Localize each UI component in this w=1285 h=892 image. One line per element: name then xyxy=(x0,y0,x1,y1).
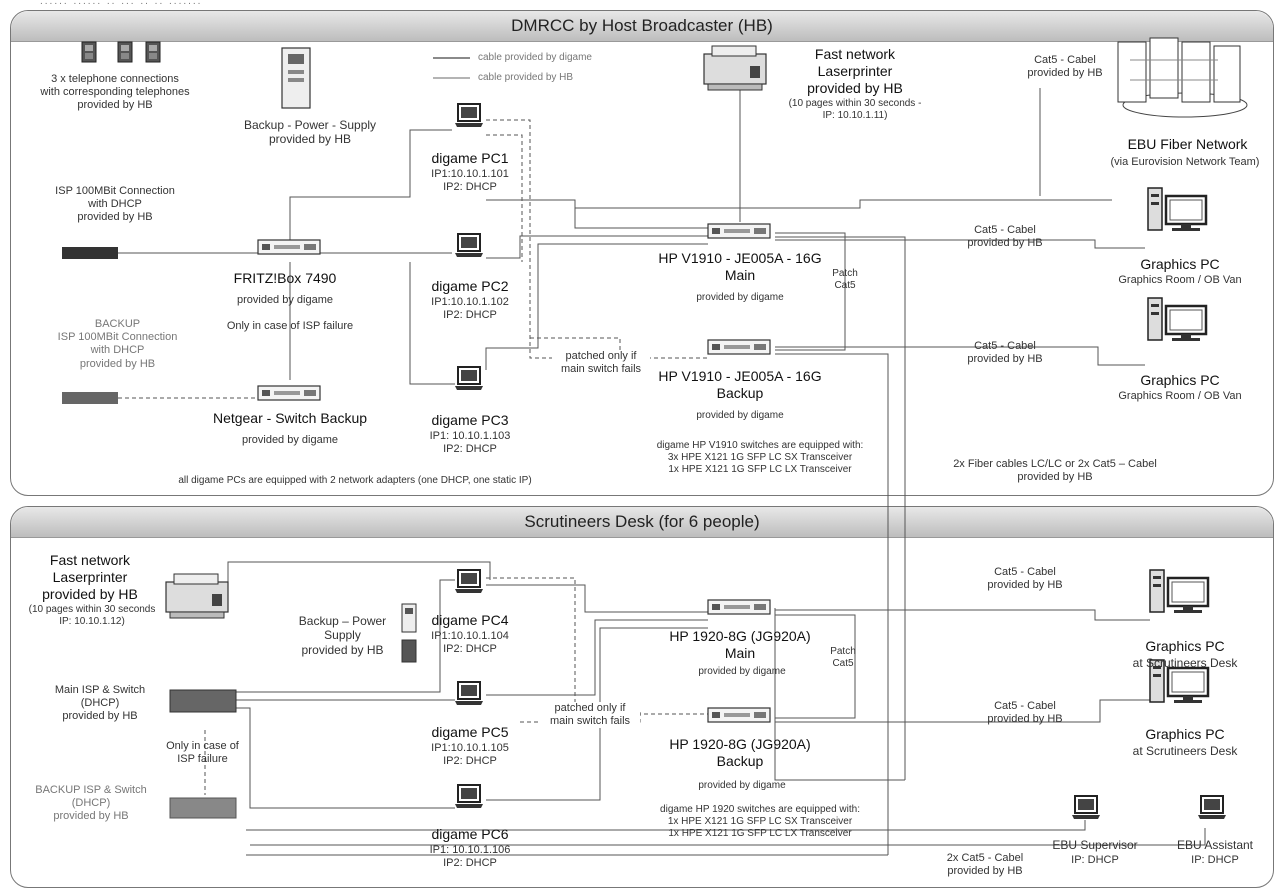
pcs-note: all digame PCs are equipped with 2 netwo… xyxy=(178,475,532,486)
isp-failure-label: Only in case of ISP failure xyxy=(226,320,354,332)
fiber-label: EBU Fiber Network xyxy=(1127,136,1248,152)
ebu-assistant-ip: IP: DHCP xyxy=(1191,854,1239,866)
ups-icon xyxy=(281,47,311,109)
switch-main-label: HP V1910 - JE005A - 16G Main xyxy=(658,250,822,283)
fritzbox-icon xyxy=(257,239,321,255)
printer-label: Fast network Laserprinter provided by HB xyxy=(807,46,903,96)
telephone-icon xyxy=(81,41,161,63)
scrutineers-switch-backup-icon xyxy=(707,707,771,723)
scr-switch-main-label: HP 1920-8G (JG920A) Main xyxy=(669,628,811,661)
ebu-supervisor-laptop-icon xyxy=(1071,795,1101,820)
fiber-sub: (via Eurovision Network Team) xyxy=(1110,156,1260,168)
scr-cat5-ebu-label: 2x Cat5 - Cabel provided by HB xyxy=(925,852,1045,879)
laptop-icon-pc2 xyxy=(454,233,484,258)
main-isp-switch-icon xyxy=(169,689,237,713)
scr-printer-sub: (10 pages within 30 seconds IP: 10.10.1.… xyxy=(28,604,156,627)
pc4-label: digame PC4 xyxy=(431,612,509,628)
scr-patched-label: patched only if main switch fails xyxy=(540,702,640,729)
gpc2-label: Graphics PC xyxy=(1140,372,1220,388)
pc3-label: digame PC3 xyxy=(431,412,509,428)
ebu-assistant-laptop-icon xyxy=(1197,795,1227,820)
scr-gpc1-label: Graphics PC xyxy=(1145,638,1225,654)
top-strip-text: ...... ...... .. ... .. .. ....... xyxy=(40,0,203,7)
telephones-label: 3 x telephone connections with correspon… xyxy=(40,73,190,112)
scr-isp-failure-label: Only in case of ISP failure xyxy=(166,740,239,766)
gpc1-label: Graphics PC xyxy=(1140,256,1220,272)
switch-main-icon xyxy=(707,223,771,239)
scrutineers-printer-icon xyxy=(165,573,229,619)
laser-printer-icon xyxy=(703,45,767,91)
ebu-assistant-label: EBU Assistant xyxy=(1176,838,1254,852)
netgear-switch-icon xyxy=(257,385,321,401)
pc2-ip: IP1:10.10.1.102 IP2: DHCP xyxy=(431,296,509,322)
legend-digame: cable provided by digame xyxy=(478,52,592,63)
cat5-g2-label: Cat5 - Cabel provided by HB xyxy=(967,340,1043,366)
gpc2-sub: Graphics Room / OB Van xyxy=(1118,390,1242,402)
fritzbox-label: FRITZ!Box 7490 xyxy=(233,270,337,286)
laptop-icon-pc3 xyxy=(454,366,484,391)
laptop-icon-pc5 xyxy=(454,681,484,706)
gpc1-sub: Graphics Room / OB Van xyxy=(1118,274,1242,286)
scr-gpc1-sub: at Scrutineers Desk xyxy=(1132,656,1238,670)
switch-backup-sub: provided by digame xyxy=(696,410,784,421)
patched-label: patched only if main switch fails xyxy=(552,350,650,377)
scr-switch-equipment-note: digame HP 1920 switches are equipped wit… xyxy=(660,804,860,839)
backup-isp-modem-icon xyxy=(62,392,118,404)
patch-label: Patch Cat5 xyxy=(832,268,858,291)
scrutineers-switch-main-icon xyxy=(707,599,771,615)
scr-cat5-g2-label: Cat5 - Cabel provided by HB xyxy=(987,700,1063,726)
fritzbox-sub: provided by digame xyxy=(236,294,333,306)
pc3-ip: IP1: 10.10.1.103 IP2: DHCP xyxy=(429,430,511,456)
switch-backup-label: HP V1910 - JE005A - 16G Backup xyxy=(658,368,822,401)
pc4-ip: IP1:10.10.1.104 IP2: DHCP xyxy=(431,630,509,656)
scr-gpc2-label: Graphics PC xyxy=(1145,726,1225,742)
backup-power-label: Backup - Power - Supply provided by HB xyxy=(243,118,377,147)
scr-switch-main-sub: provided by digame xyxy=(698,666,786,677)
graphics-pc-icon-1 xyxy=(1146,186,1208,233)
pc6-label: digame PC6 xyxy=(431,826,509,842)
scrutineers-graphics-pc-icon-1 xyxy=(1148,568,1210,615)
isp-label: ISP 100MBit Connection with DHCP provide… xyxy=(55,185,175,224)
pc1-label: digame PC1 xyxy=(431,150,509,166)
switch-equipment-note: digame HP V1910 switches are equipped wi… xyxy=(656,440,864,475)
laptop-icon-pc1 xyxy=(454,103,484,128)
scr-printer-label: Fast network Laserprinter provided by HB xyxy=(42,552,138,602)
scrutineers-ups-icon xyxy=(401,603,417,663)
ebu-supervisor-ip: IP: DHCP xyxy=(1071,854,1119,866)
printer-sub: (10 pages within 30 seconds - IP: 10.10.… xyxy=(788,98,922,121)
dmrcc-title: DMRCC by Host Broadcaster (HB) xyxy=(11,11,1273,42)
pc5-label: digame PC5 xyxy=(431,724,509,740)
scr-cat5-g1-label: Cat5 - Cabel provided by HB xyxy=(987,566,1063,592)
backup-isp-label: BACKUP ISP 100MBit Connection with DHCP … xyxy=(57,318,178,370)
laptop-icon-pc6 xyxy=(454,784,484,809)
scr-switch-backup-label: HP 1920-8G (JG920A) Backup xyxy=(669,736,811,769)
pc1-ip: IP1:10.10.1.101 IP2: DHCP xyxy=(431,168,509,194)
dmrcc-section: DMRCC by Host Broadcaster (HB) xyxy=(10,10,1274,496)
pc5-ip: IP1:10.10.1.105 IP2: DHCP xyxy=(431,742,509,768)
switch-backup-icon xyxy=(707,339,771,355)
scr-backup-isp-label: BACKUP ISP & Switch (DHCP) provided by H… xyxy=(35,784,147,823)
scr-backup-power-label: Backup – Power Supply provided by HB xyxy=(298,614,387,657)
isp-modem-icon xyxy=(62,247,118,259)
scr-switch-backup-sub: provided by digame xyxy=(698,780,786,791)
pc2-label: digame PC2 xyxy=(431,278,509,294)
laptop-icon-pc4 xyxy=(454,569,484,594)
graphics-pc-icon-2 xyxy=(1146,296,1208,343)
scr-main-isp-label: Main ISP & Switch (DHCP) provided by HB xyxy=(54,684,146,723)
backup-isp-switch-icon xyxy=(169,797,237,819)
fiber-cables-note: 2x Fiber cables LC/LC or 2x Cat5 – Cabel… xyxy=(915,458,1195,485)
scr-patch-label: Patch Cat5 xyxy=(830,646,856,669)
legend-hb: cable provided by HB xyxy=(478,72,574,83)
cat5-g1-label: Cat5 - Cabel provided by HB xyxy=(967,224,1043,250)
netgear-sub: provided by digame xyxy=(241,434,338,446)
ebu-supervisor-label: EBU Supervisor xyxy=(1052,838,1138,852)
scr-gpc2-sub: at Scrutineers Desk xyxy=(1132,744,1238,758)
scrutineers-title: Scrutineers Desk (for 6 people) xyxy=(11,507,1273,538)
switch-main-sub: provided by digame xyxy=(696,292,784,303)
pc6-ip: IP1: 10.10.1.106 IP2: DHCP xyxy=(429,844,511,870)
ebu-fiber-network-icon xyxy=(1117,37,1248,118)
cat5-top-label: Cat5 - Cabel provided by HB xyxy=(1027,54,1103,80)
netgear-label: Netgear - Switch Backup xyxy=(212,410,368,426)
